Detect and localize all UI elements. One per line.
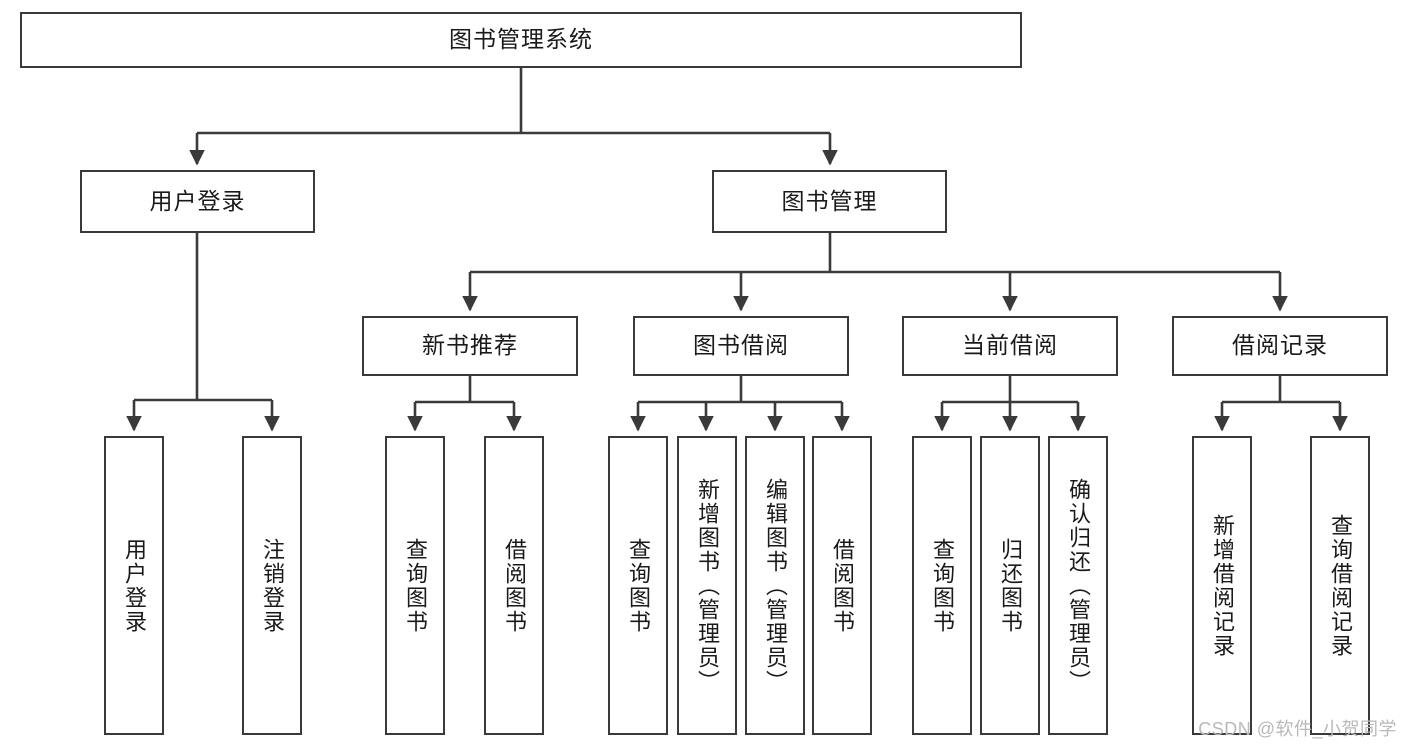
leaf-label: 注销登录 [259,537,285,634]
leaf-edit-book-admin[interactable]: 编辑图书（管理员） [745,436,805,735]
leaf-query-book-recommend[interactable]: 查询图书 [385,436,445,735]
leaf-add-borrow-record[interactable]: 新增借阅记录 [1192,436,1252,735]
leaf-label: 借阅图书 [829,537,855,634]
leaf-label: 归还图书 [997,537,1023,634]
leaf-label: 查询图书 [402,537,428,634]
leaf-label: 确认归还（管理员） [1065,477,1091,694]
leaf-label: 用户登录 [121,537,147,634]
watermark: CSDN @软件_小贺同学 [1198,719,1397,739]
leaf-query-borrow-record[interactable]: 查询借阅记录 [1310,436,1370,735]
node-user-login[interactable]: 用户登录 [80,170,315,233]
leaf-label: 借阅图书 [501,537,527,634]
node-label: 图书管理系统 [449,26,593,53]
node-label: 图书管理 [781,187,878,214]
leaf-label: 查询图书 [625,537,651,634]
leaf-confirm-return-admin[interactable]: 确认归还（管理员） [1048,436,1108,735]
node-root-system[interactable]: 图书管理系统 [20,12,1022,68]
leaf-query-book-borrow[interactable]: 查询图书 [608,436,668,735]
node-label: 借阅记录 [1232,332,1328,359]
node-label: 图书借阅 [693,332,789,359]
leaf-logout[interactable]: 注销登录 [242,436,302,735]
node-current-borrow[interactable]: 当前借阅 [902,316,1118,376]
leaf-label: 新增图书（管理员） [694,477,720,694]
node-book-borrow[interactable]: 图书借阅 [633,316,849,376]
leaf-user-login[interactable]: 用户登录 [104,436,164,735]
leaf-label: 新增借阅记录 [1209,513,1235,658]
node-new-book-recommend[interactable]: 新书推荐 [362,316,578,376]
node-label: 当前借阅 [962,332,1058,359]
node-label: 用户登录 [149,187,246,214]
leaf-query-book-current[interactable]: 查询图书 [912,436,972,735]
leaf-borrow-book[interactable]: 借阅图书 [812,436,872,735]
leaf-return-book[interactable]: 归还图书 [980,436,1040,735]
leaf-borrow-book-recommend[interactable]: 借阅图书 [484,436,544,735]
node-label: 新书推荐 [422,332,518,359]
leaf-label: 查询图书 [929,537,955,634]
node-book-management[interactable]: 图书管理 [712,170,947,233]
leaf-label: 查询借阅记录 [1327,513,1353,658]
node-borrow-record[interactable]: 借阅记录 [1172,316,1388,376]
leaf-add-book-admin[interactable]: 新增图书（管理员） [677,436,737,735]
leaf-label: 编辑图书（管理员） [762,477,788,694]
